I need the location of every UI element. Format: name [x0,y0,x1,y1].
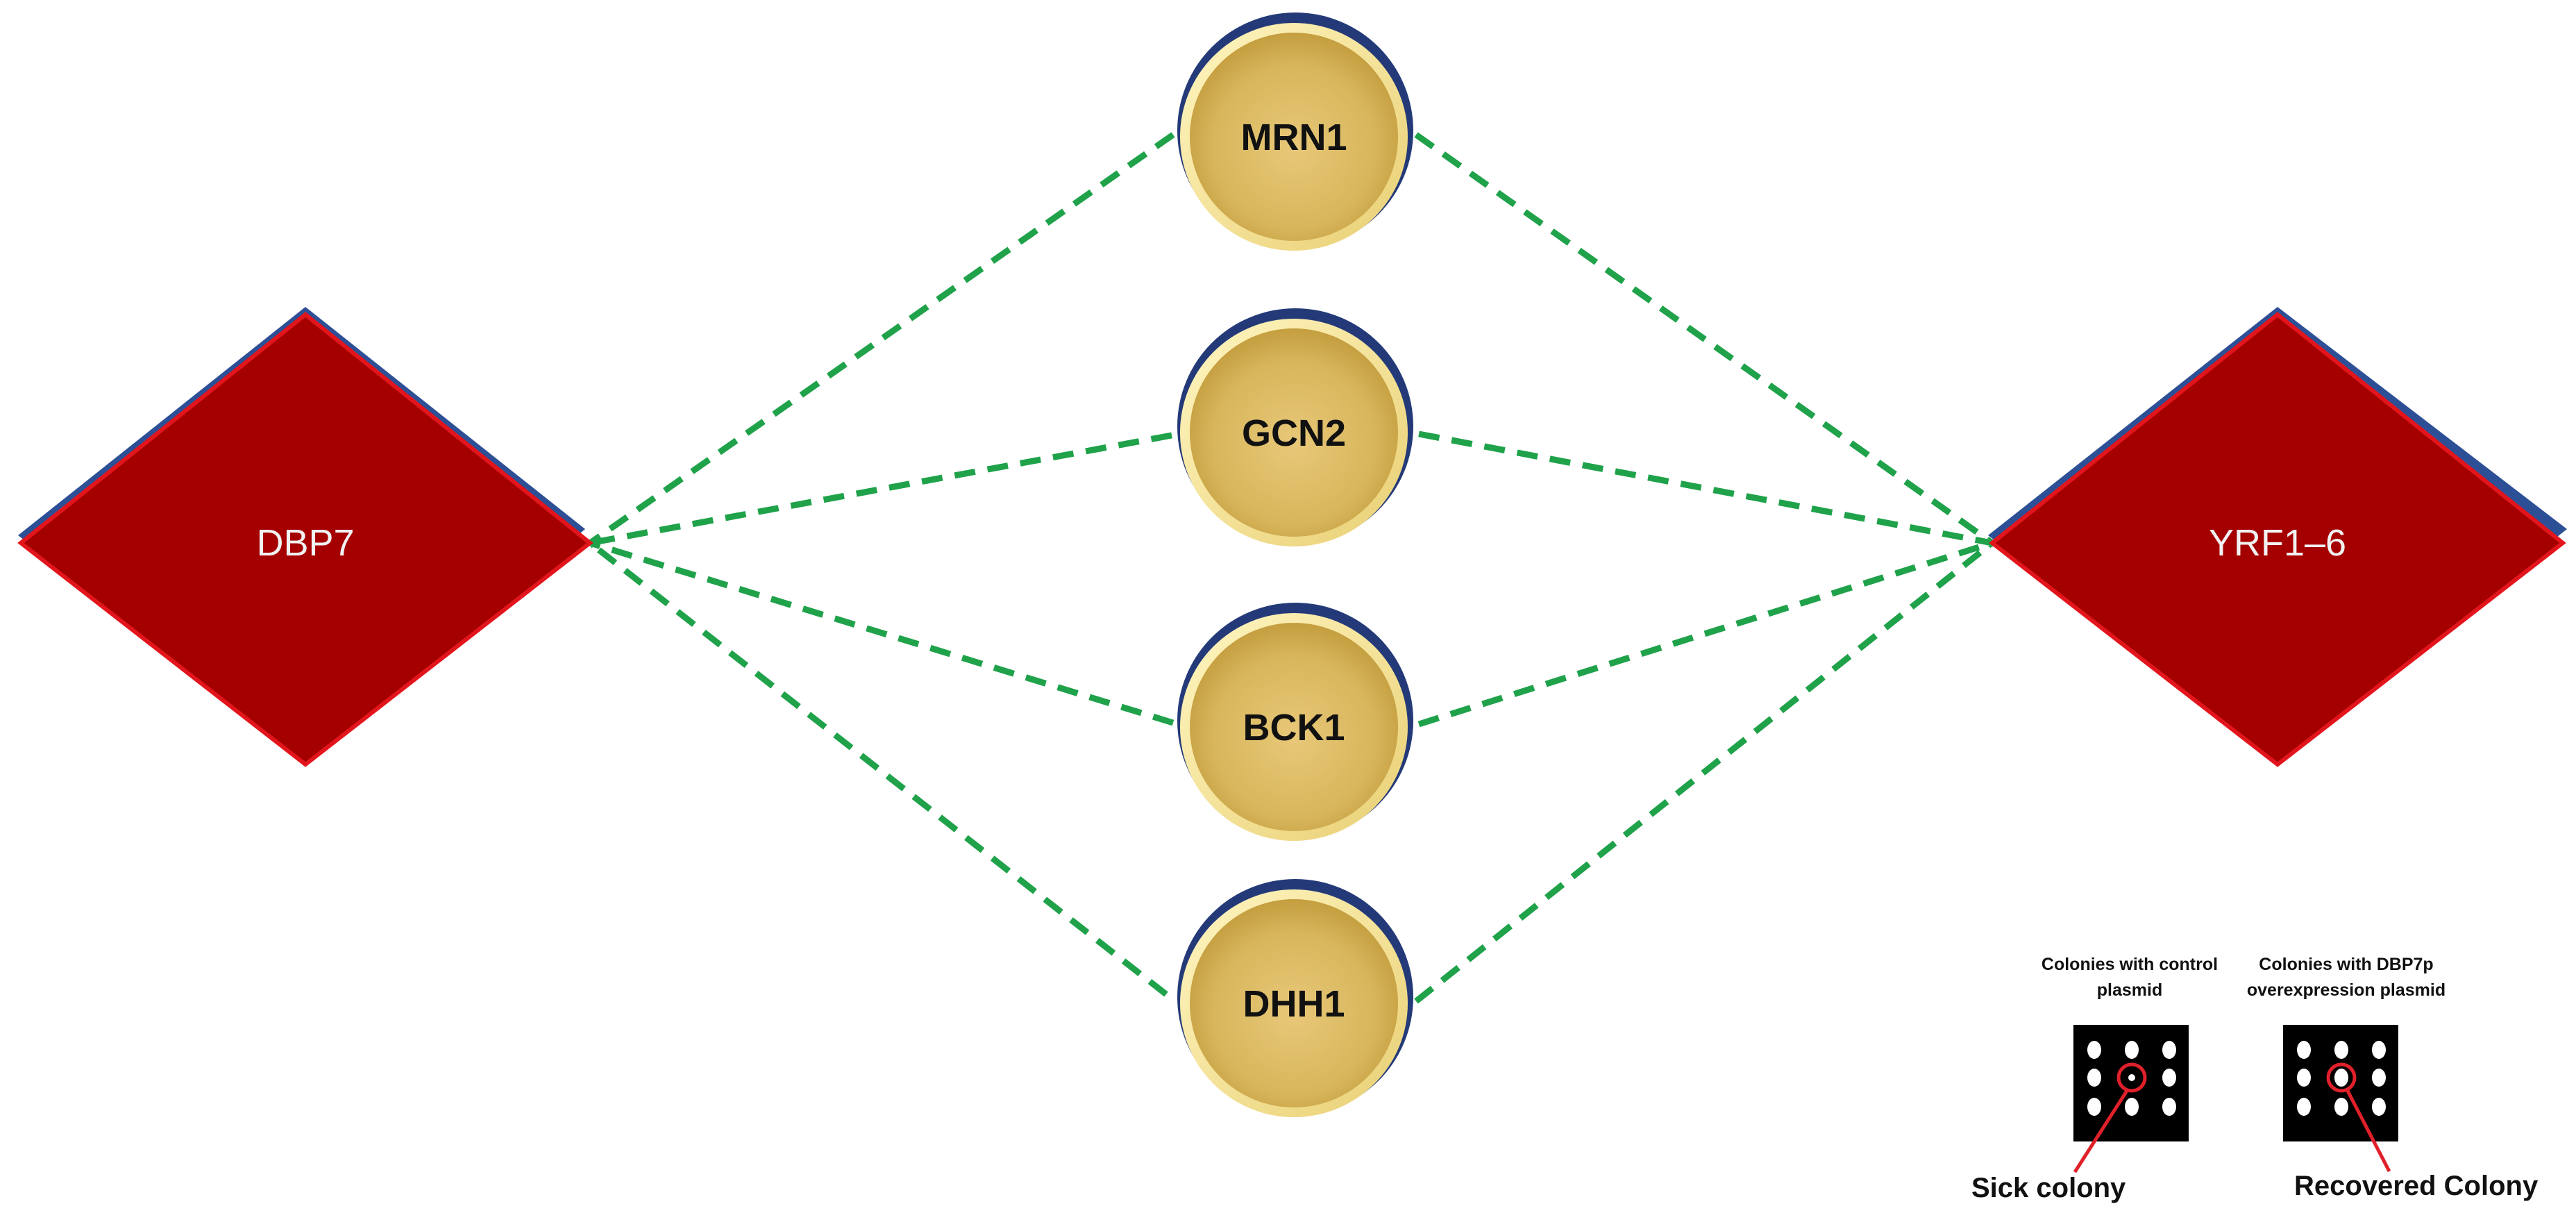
hub-dbp7: DBP7 [17,307,594,767]
node-dhh1-shape [1190,899,1398,1107]
node-mrn1: MRN1 [1177,12,1413,251]
edge-mrn1-to-right [1414,132,1994,546]
edge-mrn1-to-left [588,132,1175,546]
node-bck1: BCK1 [1177,603,1413,841]
node-dhh1: DHH1 [1177,879,1413,1117]
overexpression-colony-9 [2372,1098,2386,1116]
callout-circle-sick [2116,1062,2147,1093]
control-colony-9 [2162,1098,2176,1116]
callout-label-sick: Sick colony [1971,1173,2126,1203]
colonies-control [2087,1041,2176,1116]
edge-bck1-to-left [590,539,1175,726]
node-dhh1-label: DHH1 [1243,983,1345,1025]
overexpression-colony-7 [2297,1098,2311,1116]
legend-overexpression: Colonies with DBP7p overexpression plasm… [2247,955,2539,1201]
legend-overexpression-title-line-2: overexpression plasmid [2247,980,2445,1000]
control-colony-1 [2087,1041,2101,1059]
control-colony-6 [2162,1069,2176,1087]
edge-gcn2-to-right [1418,430,1992,546]
legend-control-title-line-1: Colonies with control [2042,955,2218,974]
node-gcn2: GCN2 [1177,308,1413,546]
legend-overexpression-title-line-1: Colonies with DBP7p [2259,955,2433,974]
control-colony-3 [2162,1041,2176,1059]
node-mrn1-label: MRN1 [1240,117,1347,158]
node-gcn2-shape [1190,328,1398,537]
hub-dbp7-label: DBP7 [256,522,354,564]
node-mrn1-shape [1190,33,1398,241]
edge-gcn2-to-left [590,432,1172,546]
edge-bck1-to-right [1417,539,1992,728]
edges-layer [588,132,1994,1004]
hub-yrf1-6-label: YRF1–6 [2209,522,2346,564]
control-colony-8 [2125,1098,2139,1116]
colonies-overexpression [2297,1041,2386,1116]
node-bck1-shape [1190,623,1398,831]
node-bck1-label: BCK1 [1243,707,1345,748]
overexpression-colony-1 [2297,1041,2311,1059]
edge-dhh1-to-right [1414,540,1994,1004]
control-colony-4 [2087,1069,2101,1087]
legend-control: Colonies with control plasmid Sick colon… [1971,955,2218,1203]
control-colony-5 [2128,1074,2135,1081]
callout-label-recovered: Recovered Colony [2294,1171,2539,1201]
hub-yrf1-6: YRF1–6 [1988,307,2567,767]
legend-control-title-line-2: plasmid [2097,980,2162,1000]
overexpression-colony-5 [2334,1069,2348,1087]
node-gcn2-label: GCN2 [1242,412,1346,454]
callout-line-sick [2073,1089,2129,1173]
overexpression-colony-6 [2372,1069,2386,1087]
hub-yrf1-6-shape [1989,312,2566,767]
callout-line-recovered [2346,1089,2391,1173]
control-colony-7 [2087,1098,2101,1116]
overexpression-colony-8 [2334,1098,2348,1116]
edge-dhh1-to-left [588,540,1168,997]
control-colony-2 [2125,1041,2139,1059]
overexpression-colony-2 [2334,1041,2348,1059]
overexpression-colony-4 [2297,1069,2311,1087]
callout-circle-recovered [2326,1062,2357,1093]
hub-dbp7-shape [17,312,594,767]
overexpression-colony-3 [2372,1041,2386,1059]
